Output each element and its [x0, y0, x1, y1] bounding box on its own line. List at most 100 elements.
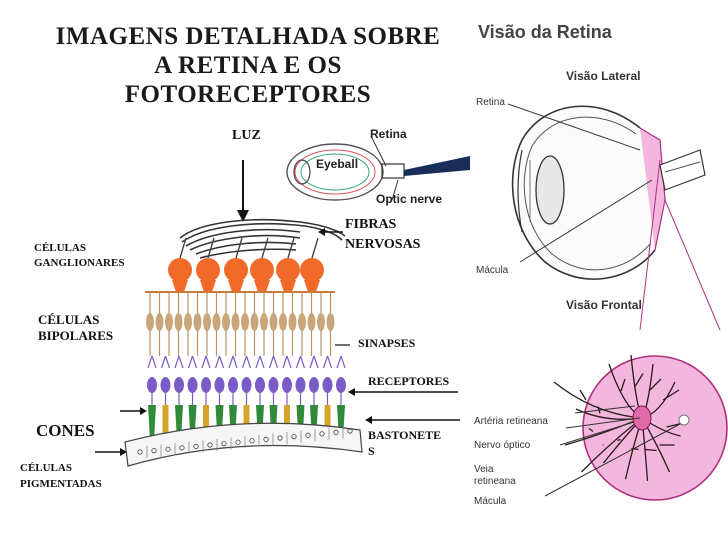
pigment-nucleus	[333, 429, 339, 435]
receptor-body	[147, 377, 157, 393]
synapse-terminal	[147, 355, 157, 369]
bipolar-cell	[241, 313, 249, 331]
bipolar-cell	[269, 313, 278, 331]
label-visao-frontal: Visão Frontal	[566, 298, 642, 312]
bipolar-cell	[317, 313, 325, 331]
label-ganglionares-1: CÉLULAS	[34, 242, 86, 254]
receptor-body	[187, 377, 198, 393]
label-veia-2: retineana	[474, 476, 516, 487]
bipolar-cell	[203, 313, 211, 331]
synapse-terminal	[268, 355, 279, 369]
receptor-body	[255, 377, 265, 393]
synapse-terminal	[336, 355, 346, 369]
right-heading: Visão da Retina	[478, 22, 612, 42]
receptor-body	[241, 377, 252, 393]
retinal-vessel-branch	[648, 378, 662, 392]
label-receptores: RECEPTORES	[368, 374, 450, 388]
ganglion-base	[200, 280, 216, 292]
label-bipolares-2: BIPOLARES	[38, 328, 114, 343]
label-fibras-2: NERVOSAS	[345, 237, 421, 252]
receptor-body	[282, 377, 292, 393]
pigment-nucleus	[319, 431, 325, 437]
ganglion-cell	[276, 258, 300, 282]
label-nervo: Nervo óptico	[474, 440, 531, 451]
eye-lateral-view	[507, 103, 721, 331]
ganglion-cell	[250, 258, 274, 282]
pigment-nucleus	[151, 447, 157, 454]
macula-spot	[678, 414, 690, 426]
light-arrow-head	[237, 210, 249, 222]
pigment-nucleus	[235, 439, 241, 445]
synapse-terminal	[228, 355, 238, 369]
retinal-vessel-branch	[579, 389, 587, 401]
pigment-cells	[124, 422, 363, 467]
synapse-terminal	[282, 355, 292, 369]
rods-pointer-head	[365, 416, 372, 424]
fibers-pointer-head	[318, 228, 325, 236]
bipolar-cell	[146, 313, 154, 331]
synapse-terminal	[255, 355, 265, 369]
label-bastonetes-1: BASTONETE	[368, 428, 442, 442]
ganglion-axon	[261, 237, 269, 259]
receptor-body	[160, 377, 171, 393]
label-macula-bottom: Mácula	[474, 496, 507, 507]
label-fibras-1: FIBRAS	[345, 217, 397, 232]
ganglion-axon	[207, 237, 215, 259]
slide-title: IMAGENS DETALHADA SOBRE A RETINA E OS FO…	[18, 22, 478, 109]
synapse-terminal	[241, 355, 252, 369]
pigment-nucleus	[179, 445, 185, 451]
ganglion-axon	[287, 237, 295, 259]
retinal-vessel-branch	[620, 378, 626, 392]
bipolar-cell	[174, 313, 183, 331]
pigment-nucleus	[207, 442, 213, 448]
receptor-body	[309, 377, 319, 393]
ganglion-cell	[300, 258, 324, 282]
label-bastonetes-2: S	[368, 444, 375, 458]
cones-pointer-head	[140, 407, 147, 415]
label-visao-lateral: Visão Lateral	[566, 69, 641, 83]
label-bipolares-1: CÉLULAS	[38, 312, 100, 327]
ganglion-cell	[224, 258, 248, 282]
synapse-terminal	[214, 355, 225, 369]
pigment-nucleus	[137, 449, 143, 455]
pigment-nucleus	[347, 428, 353, 434]
receptor-body	[174, 377, 184, 393]
rod-cell	[162, 405, 169, 443]
bipolar-cell	[184, 313, 192, 331]
lateral-optic-nerve	[659, 149, 706, 191]
bipolar-cell	[307, 313, 316, 331]
receptors-pointer-head	[348, 388, 355, 396]
synapse-terminal	[309, 355, 319, 369]
label-luz: LUZ	[232, 128, 261, 143]
label-pigmentadas-2: PIGMENTADAS	[20, 478, 102, 490]
ganglion-cell	[196, 258, 220, 282]
bipolar-cell	[231, 313, 240, 331]
pigment-nucleus	[165, 446, 171, 452]
bipolar-cell	[155, 313, 164, 331]
rod-cell	[203, 405, 209, 443]
eyeball-inset	[286, 137, 470, 201]
label-right-macula-top: Mácula	[476, 265, 509, 276]
bipolar-cell	[165, 313, 173, 331]
label-arteria: Artéria retineana	[474, 416, 548, 427]
label-cones: CONES	[36, 421, 95, 440]
pigment-nucleus	[221, 440, 227, 447]
retinal-vessel-branch	[662, 389, 680, 401]
ganglion-axon	[179, 237, 187, 259]
label-right-retina: Retina	[476, 97, 505, 108]
ganglion-axon	[235, 237, 243, 259]
synapse-terminal	[160, 355, 171, 369]
bipolar-cell	[212, 313, 221, 331]
synapse-terminal	[201, 355, 211, 369]
retinal-vessel-branch	[645, 448, 657, 452]
synapse-terminal	[187, 355, 198, 369]
bipolar-cell	[298, 313, 306, 331]
bipolar-cell	[250, 313, 259, 331]
pigment-nucleus	[193, 443, 199, 449]
receptor-body	[268, 377, 279, 393]
retinal-vessel-branch	[634, 373, 644, 387]
retinal-vessel-branch	[588, 427, 594, 433]
bipolar-cells	[145, 291, 335, 356]
